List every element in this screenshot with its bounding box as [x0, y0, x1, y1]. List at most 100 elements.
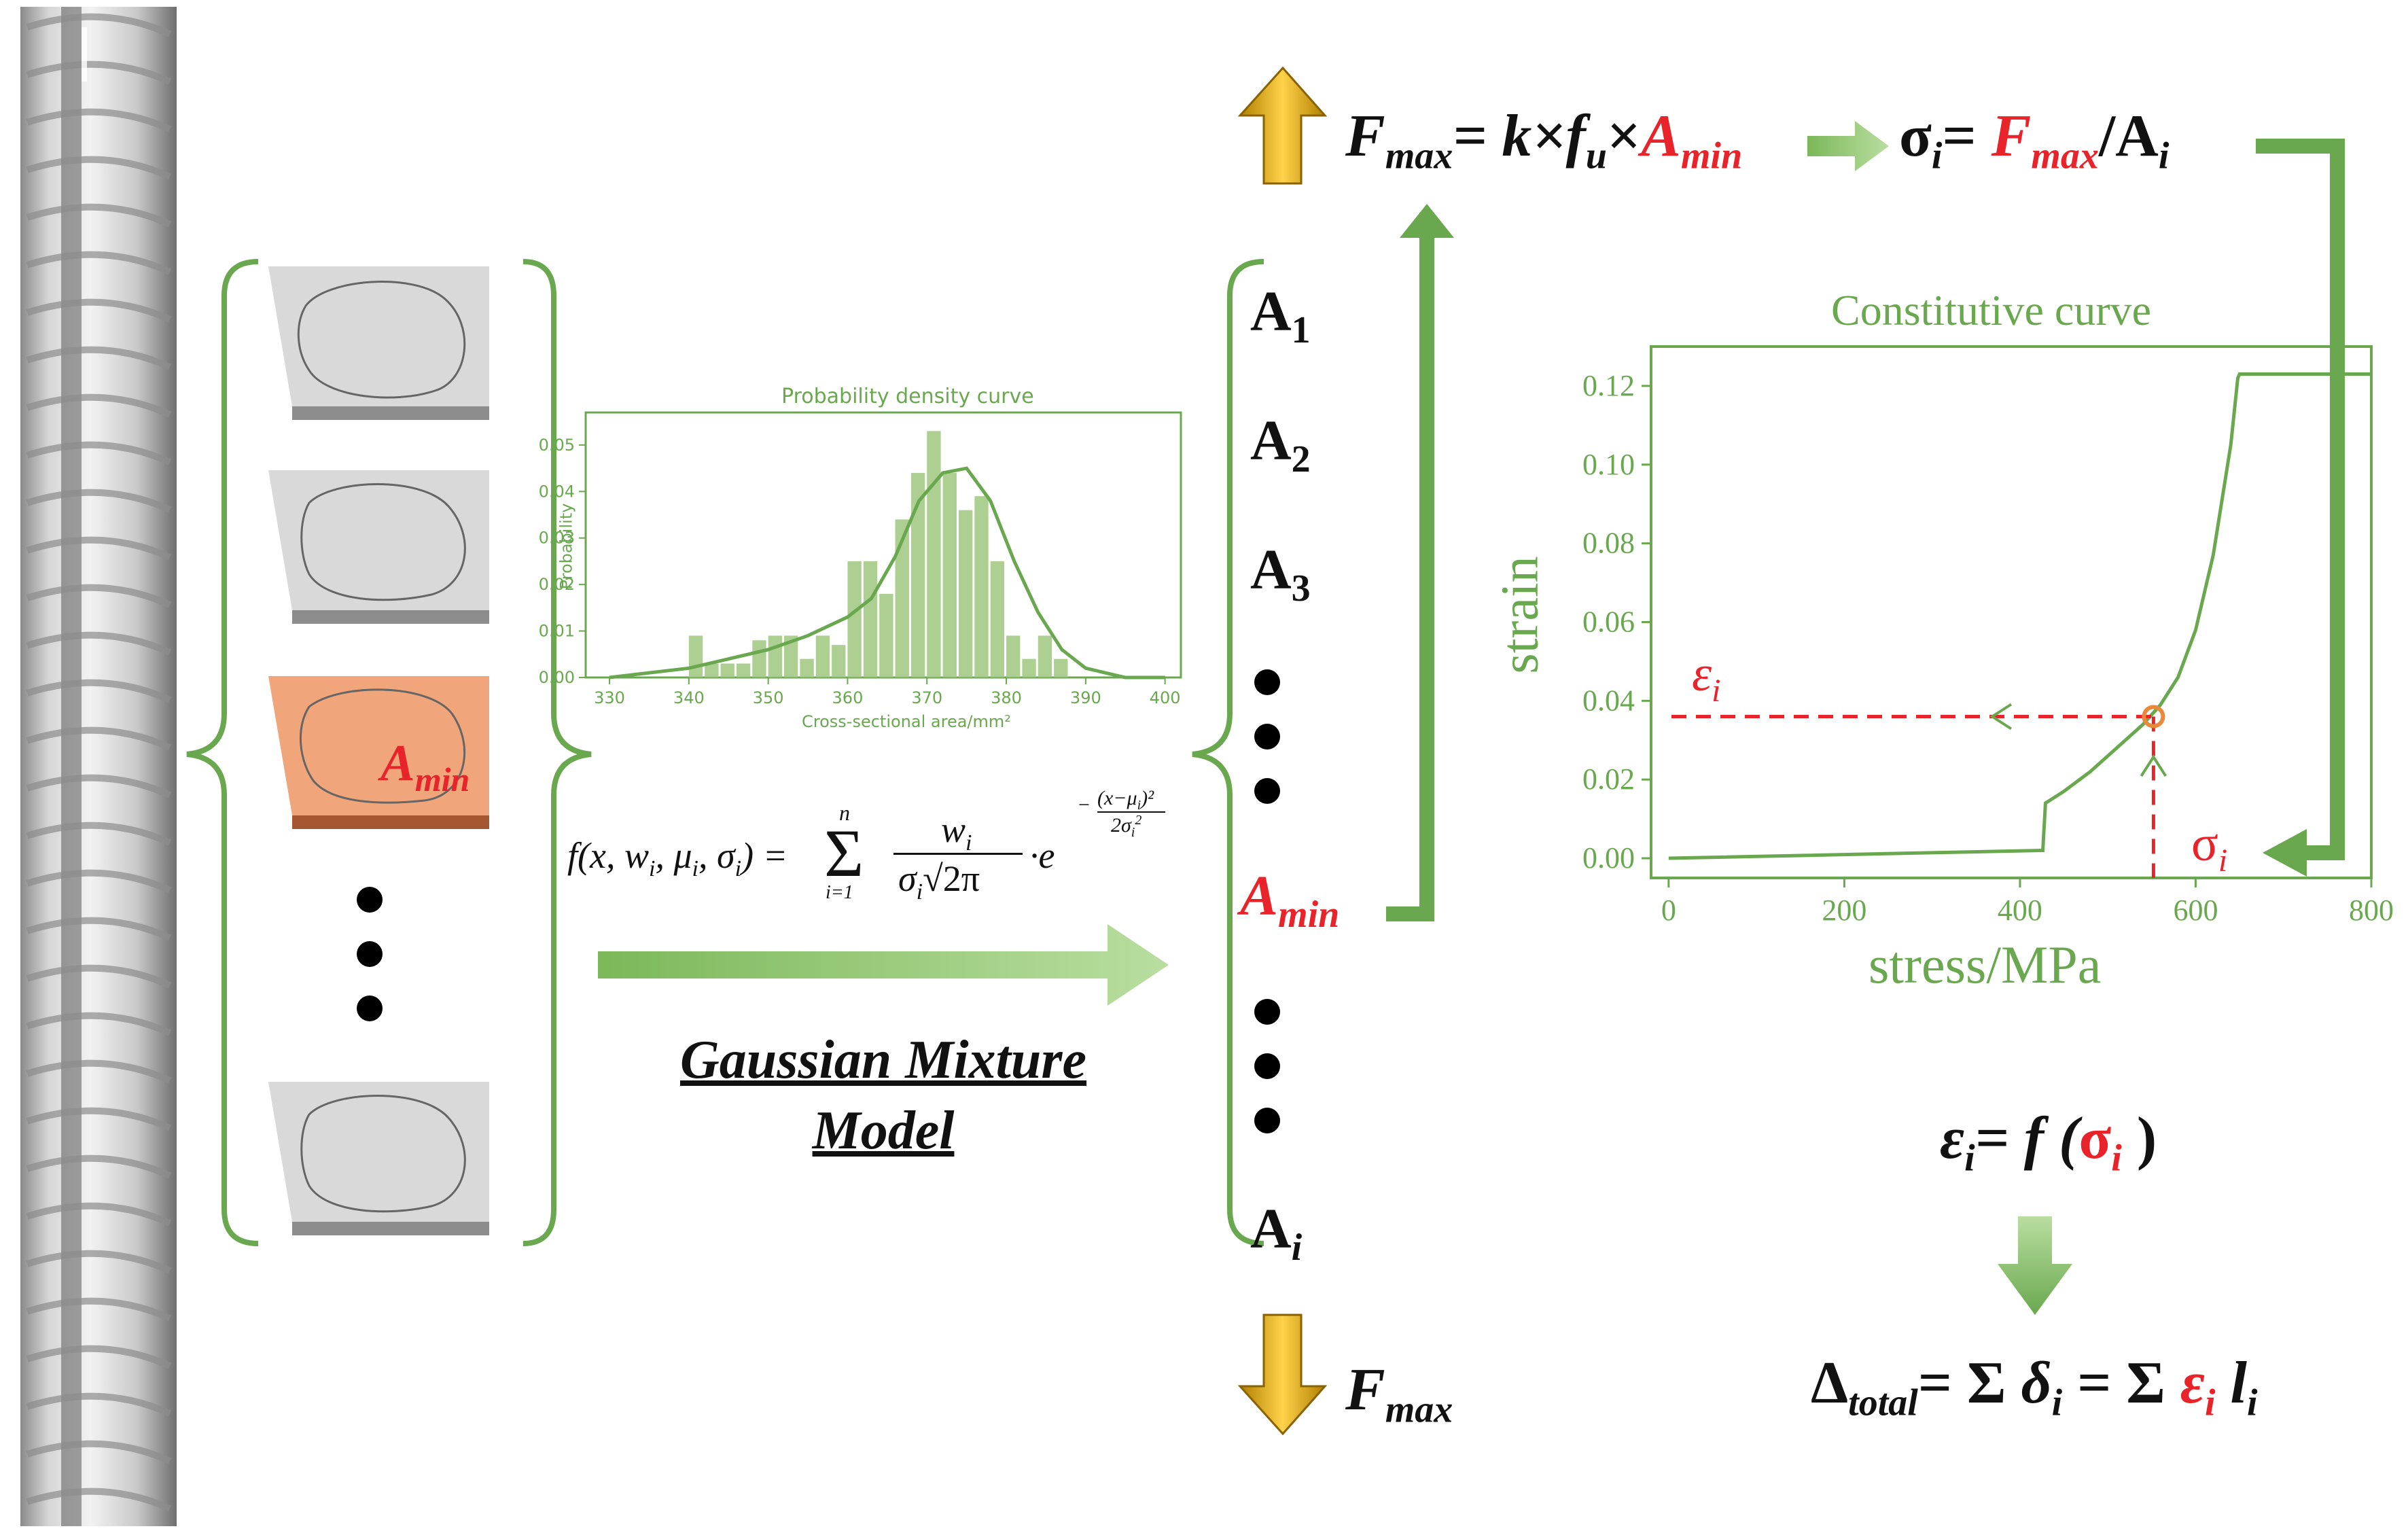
pdc-ytick: 0.04	[539, 482, 575, 501]
ellipsis-dot	[357, 941, 383, 967]
ellipsis-dot	[1254, 999, 1280, 1025]
area-label-3: A3	[1250, 538, 1311, 610]
pdc-bar	[688, 635, 703, 677]
pdc-bar	[768, 635, 782, 677]
ellipsis-dot	[1254, 669, 1280, 695]
cc-ytick: 0.10	[1582, 448, 1635, 481]
cc-ylabel: strain	[1489, 556, 1549, 674]
amin-to-fmax-arrow	[1386, 231, 1434, 921]
rebar-image	[20, 7, 177, 1526]
pdc-bar	[784, 635, 798, 677]
pdc-xtick: 360	[832, 688, 864, 707]
total-displacement-equation: Δtotal= Σ δi = Σ εi li	[1811, 1350, 2258, 1424]
pdc-bar	[800, 658, 814, 677]
area-label-min: Amin	[1240, 864, 1340, 936]
pdc-xtick: 370	[911, 688, 942, 707]
right-brace	[523, 259, 592, 1246]
pdc-xtick: 350	[753, 688, 784, 707]
pdc-bar	[736, 663, 751, 677]
cross-section-min	[268, 676, 489, 829]
pdc-bar	[705, 663, 719, 677]
pdc-xtick: 380	[991, 688, 1022, 707]
pdc-bar	[974, 496, 989, 677]
area-brace	[1192, 259, 1264, 1246]
left-brace	[186, 259, 259, 1246]
rebar-load-arrow	[82, 27, 87, 82]
probability-density-chart: 330 340 350 360 370 380 390 400 0.00 0.01 0.02 0.0…	[539, 411, 1182, 707]
strain-equation: εi= f (σi )	[1940, 1106, 2157, 1180]
marked-point	[2142, 705, 2165, 728]
area-label-i: Ai	[1250, 1197, 1303, 1269]
pdc-bar	[1038, 635, 1052, 677]
cc-ytick: 0.08	[1582, 527, 1635, 560]
cc-ytick: 0.12	[1582, 369, 1635, 402]
pdc-ytick: 0.03	[539, 529, 575, 548]
gmm-arrow	[598, 924, 1169, 1006]
pdc-bar	[832, 645, 846, 677]
cc-xtick: 600	[2173, 894, 2218, 927]
cc-eps-label: εi	[1692, 646, 1721, 709]
cc-xtick: 800	[2349, 894, 2394, 927]
pdc-bar	[1006, 635, 1021, 677]
area-label-1: A1	[1250, 280, 1311, 351]
down-arrow-icon	[1237, 1314, 1328, 1436]
pdc-bar	[942, 472, 957, 677]
cc-ytick: 0.06	[1582, 605, 1635, 638]
ellipsis-dot	[357, 995, 383, 1021]
pdc-title: Probability density curve	[781, 385, 1034, 408]
cc-xtick: 400	[1998, 894, 2042, 927]
pdc-bar	[863, 561, 878, 677]
cc-ytick: 0.02	[1582, 762, 1635, 796]
fmax-bottom: Fmax	[1345, 1357, 1453, 1431]
cc-xtick: 0	[1661, 894, 1676, 927]
section-amin-label: Amin	[380, 735, 470, 799]
pdc-ytick: 0.00	[539, 668, 575, 687]
pdc-bar	[958, 510, 973, 677]
pdc-bar	[879, 593, 893, 677]
pdc-bar	[910, 472, 925, 677]
pdc-bar	[927, 431, 941, 677]
cross-section-i	[268, 1082, 489, 1235]
pdc-xtick: 340	[673, 688, 705, 707]
cc-sigma-label: σi	[2191, 816, 2228, 879]
gmm-formula: f(x, wi, μi, σi) = n Σ i=1 wi σi√2π ·e −…	[567, 787, 1165, 904]
cross-section-1	[268, 266, 489, 420]
cross-section-2	[268, 470, 489, 624]
pdc-bar	[1054, 658, 1068, 677]
pdc-bar	[847, 561, 862, 677]
up-arrow-icon	[1237, 66, 1328, 185]
gmm-title: Gaussian Mixture Model	[680, 1030, 1086, 1161]
area-label-2: A2	[1250, 409, 1311, 480]
formula-arrow	[1807, 121, 1889, 171]
sigma-path-arrow	[2256, 139, 2345, 860]
pdc-bar	[990, 561, 1005, 677]
sigma-formula: σi= Fmax/Ai	[1899, 103, 2170, 177]
constitutive-curve-chart: 0 200 400 600 800 0.00 0.02 0.04 0.06 0.08 0.10 0.…	[1582, 345, 2394, 927]
pdc-ytick: 0.05	[539, 436, 575, 455]
pdc-bar	[1022, 658, 1036, 677]
fmax-formula: Fmax= k×fu×Amin	[1345, 103, 1743, 177]
ellipsis-dot	[1254, 778, 1280, 804]
pdc-bar	[815, 635, 830, 677]
cc-ytick: 0.04	[1582, 684, 1635, 717]
pdc-ylabel: Probability	[556, 503, 576, 590]
pdc-ytick: 0.02	[539, 575, 575, 594]
pdc-ytick: 0.01	[539, 622, 575, 641]
pdc-xlabel: Cross-sectional area/mm²	[802, 712, 1011, 731]
pdc-bar	[720, 663, 734, 677]
cc-title: Constitutive curve	[1831, 286, 2152, 334]
pdc-xtick: 330	[594, 688, 625, 707]
cc-xtick: 200	[1822, 894, 1866, 927]
pdc-xtick: 400	[1150, 688, 1181, 707]
ellipsis-dot	[1254, 1053, 1280, 1079]
cc-xlabel: stress/MPa	[1869, 935, 2102, 994]
strain-to-total-arrow	[1998, 1216, 2072, 1315]
pdc-bar	[752, 640, 766, 677]
ellipsis-dot	[1254, 1108, 1280, 1133]
pdc-xtick: 390	[1070, 688, 1101, 707]
cc-ytick: 0.00	[1582, 841, 1635, 875]
pdc-bar	[895, 519, 909, 677]
ellipsis-dot	[1254, 724, 1280, 750]
ellipsis-dot	[357, 887, 383, 913]
